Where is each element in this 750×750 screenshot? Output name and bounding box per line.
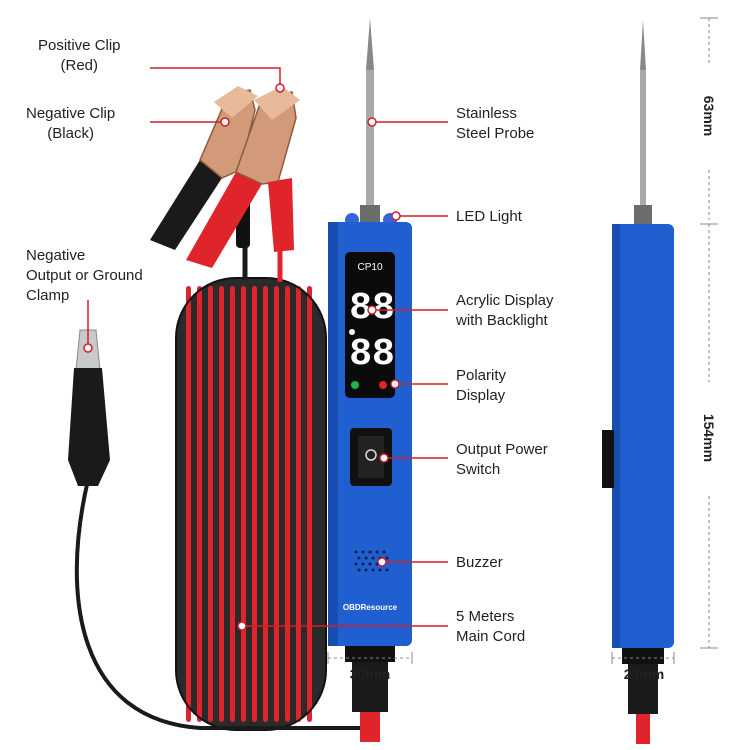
negative-polarity-indicator [379, 381, 387, 389]
coil-stripe [241, 286, 246, 722]
buzzer-hole [378, 568, 382, 572]
buzzer-hole [368, 550, 372, 554]
ground-clamp-label: Negative Output or Ground Clamp [26, 247, 143, 304]
probe-length-dimension: 63mm [701, 95, 717, 137]
ground-wire [74, 479, 360, 730]
probe-label: Stainless Steel Probe [456, 105, 535, 142]
buzzer-hole [354, 562, 358, 566]
body-length-dimension: 154mm [701, 413, 717, 463]
model-label: CP10 [357, 262, 382, 273]
dimension-lines [327, 17, 718, 664]
coil-stripe [307, 286, 312, 722]
buzzer-label: Buzzer [456, 554, 503, 571]
buzzer-hole [375, 550, 379, 554]
led-label: LED Light [456, 208, 522, 225]
coil-stripe [274, 286, 279, 722]
side-device [602, 20, 674, 744]
positive-clip [186, 86, 300, 268]
coil-stripe [197, 286, 202, 722]
front-device: CP10 88 88 OBDResource [328, 18, 412, 742]
buzzer-hole [368, 562, 372, 566]
buzzer-hole [385, 556, 389, 560]
coil-stripe [252, 286, 257, 722]
coil-stripe [296, 286, 301, 722]
buzzer-hole [364, 568, 368, 572]
main-cord-coil [175, 277, 327, 731]
side-width-dimension: 23mm [623, 666, 665, 682]
buzzer-hole [371, 568, 375, 572]
positive-polarity-indicator [351, 381, 359, 389]
negative-clip-label: Negative Clip (Black) [26, 105, 116, 142]
callout-lines [83, 67, 448, 631]
positive-clip-label: Positive Clip (Red) [38, 37, 121, 74]
buzzer-hole [361, 550, 365, 554]
coil-stripe [186, 286, 191, 722]
cord-label: 5 Meters Main Cord [456, 608, 526, 645]
coil-stripe [219, 286, 224, 722]
coil-stripe [208, 286, 213, 722]
display-label: Acrylic Display with Backlight [456, 292, 554, 329]
buzzer-hole [357, 556, 361, 560]
coil-stripe [285, 286, 290, 722]
buzzer-hole [357, 568, 361, 572]
buzzer-hole [382, 550, 386, 554]
display-digits-bottom: 88 [349, 333, 395, 376]
buzzer-hole [361, 562, 365, 566]
coil-stripe [263, 286, 268, 722]
coil-stripe [230, 286, 235, 722]
switch-label: Output Power Switch [456, 441, 548, 478]
buzzer-hole [354, 550, 358, 554]
buzzer-hole [364, 556, 368, 560]
front-width-dimension: 30mm [349, 666, 391, 682]
buzzer-hole [371, 556, 375, 560]
polarity-label: Polarity Display [456, 367, 507, 404]
brand-label: OBDResource [343, 603, 398, 612]
ground-clamp [68, 329, 110, 486]
buzzer-hole [385, 568, 389, 572]
